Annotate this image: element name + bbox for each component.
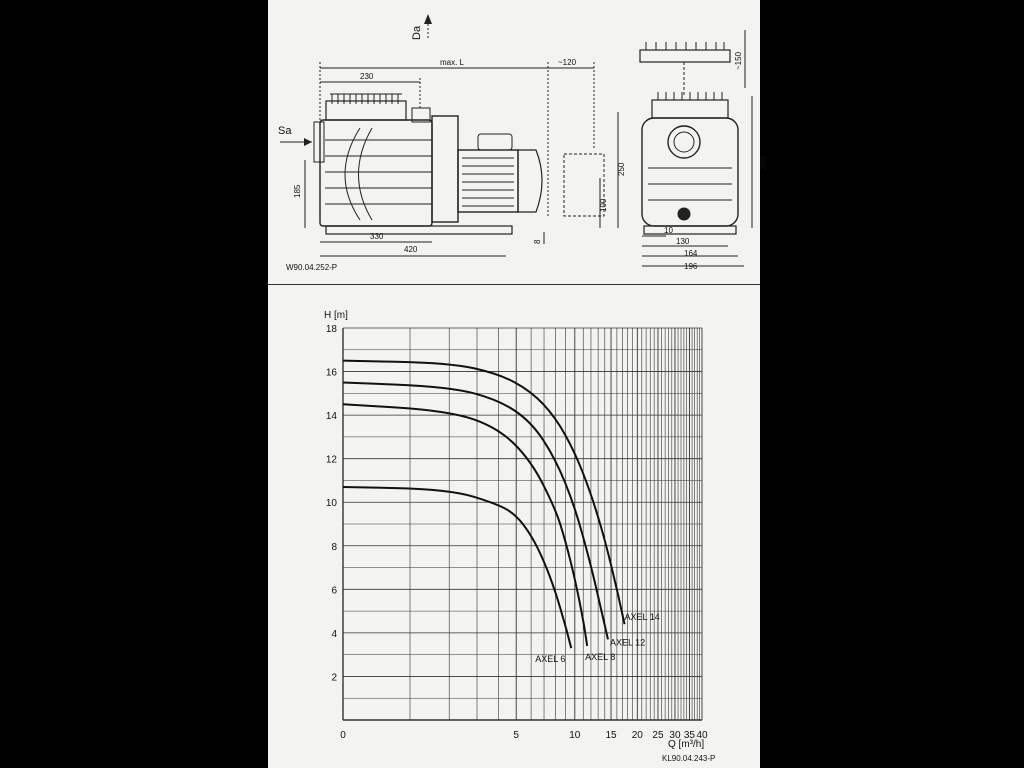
chart-grid-horizontal [343, 327, 702, 721]
dim-196: 196 [684, 262, 698, 271]
dim-8: 8 [533, 239, 542, 244]
curve-label: AXEL 8 [585, 652, 615, 662]
dim-330: 330 [370, 232, 384, 241]
curve-axel-8 [342, 403, 589, 647]
x-tick-label: 35 [684, 730, 696, 741]
dim-250: 250 [617, 162, 626, 176]
front-ribs [648, 167, 732, 201]
x-axis-label: Q [m³/h] [668, 739, 704, 750]
inlet-port [313, 121, 325, 163]
x-tick-label: 0 [340, 730, 346, 741]
motor-end-cap [517, 149, 543, 213]
dim-120: ~120 [558, 58, 577, 67]
outlet-port [411, 107, 431, 123]
x-tick-label: 25 [652, 730, 664, 741]
section-divider [268, 284, 760, 285]
y-axis-label: H [m] [324, 310, 348, 321]
y-tick-label: 16 [326, 368, 338, 379]
y-tick-label: 12 [326, 455, 338, 466]
fan-cover-dashed [563, 153, 605, 217]
y-tick-label: 6 [331, 585, 337, 596]
y-tick-label: 14 [326, 411, 338, 422]
dim-420: 420 [404, 245, 418, 254]
x-tick-label: 15 [605, 730, 617, 741]
y-tick-label: 18 [326, 324, 338, 335]
pump-dimension-drawing: Sa Da max. L 230 ~120 185 250 100 8 330 … [278, 14, 768, 272]
lid-ribs-front [657, 92, 723, 100]
x-tick-label: 10 [569, 730, 581, 741]
dim-150: ~150 [734, 51, 743, 70]
lid-ribs [330, 93, 402, 104]
housing-ribs [325, 139, 432, 205]
y-tick-label: 10 [326, 498, 338, 509]
dim-10: 10 [664, 226, 673, 235]
chart-code: KL90.04.243-P [662, 754, 715, 763]
dim-185: 185 [293, 184, 302, 198]
curve-axel-6 [342, 485, 573, 649]
pump-lid-side [325, 100, 407, 121]
housing-curve [344, 127, 361, 221]
curve-label: AXEL 6 [535, 654, 565, 664]
max-l-label: max. L [440, 58, 465, 67]
lid-removed [639, 49, 731, 63]
da-label: Da [411, 25, 423, 40]
curve-axel-12 [342, 381, 609, 640]
inlet-circle-front [667, 125, 701, 159]
dim-299: 299 [759, 156, 768, 170]
dim-230: 230 [360, 72, 374, 81]
dim-100: 100 [599, 198, 608, 212]
x-tick-label: 40 [696, 730, 708, 741]
flow-arrows [304, 14, 432, 146]
drawing-code: W90.04.252-P [286, 263, 337, 272]
curve-label: AXEL 12 [610, 637, 645, 647]
x-tick-label: 20 [632, 730, 644, 741]
drain-plug [677, 207, 691, 221]
dim-164: 164 [684, 249, 698, 258]
dim-130: 130 [676, 237, 690, 246]
x-tick-label: 30 [669, 730, 681, 741]
x-tick-label: 5 [513, 730, 519, 741]
pump-base-side [325, 225, 513, 235]
y-tick-label: 2 [331, 672, 337, 683]
terminal-box [477, 133, 513, 151]
curve-label: AXEL 14 [625, 612, 660, 622]
curve-axel-14 [342, 359, 626, 625]
y-tick-label: 8 [331, 542, 337, 553]
sa-label: Sa [278, 125, 292, 137]
y-tick-labels: 2 4 6 8 10 12 14 16 18 [326, 324, 338, 683]
pump-curves [342, 359, 626, 649]
pump-base-front [643, 225, 737, 235]
motor-fins [462, 157, 514, 207]
curve-labels: AXEL 6 AXEL 8 AXEL 12 AXEL 14 [535, 612, 660, 664]
y-tick-label: 4 [331, 629, 337, 640]
